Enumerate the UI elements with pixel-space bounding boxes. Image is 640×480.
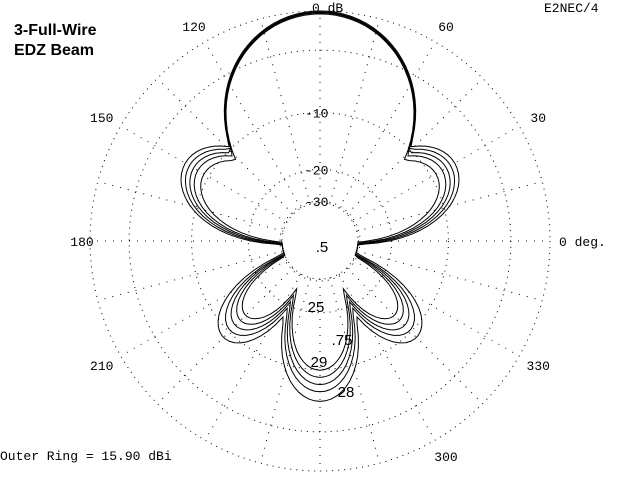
angle-label: 210 bbox=[90, 359, 113, 374]
db-ring-label: -30 bbox=[305, 195, 328, 210]
series-label: .5 bbox=[316, 239, 329, 256]
grid-spoke-120 bbox=[204, 41, 302, 209]
db-ring-labels: -10 -20 -30 bbox=[305, 107, 328, 210]
grid-spoke-345 bbox=[356, 250, 543, 302]
pattern-curves bbox=[180, 10, 460, 402]
outer-ring-label: Outer Ring = 15.90 dBi bbox=[0, 449, 172, 464]
grid-spoke-75 bbox=[329, 18, 381, 205]
angle-labels: 0 deg. 30 60 120 150 180 210 300 330 bbox=[70, 20, 606, 465]
grid-ring-4 bbox=[279, 200, 361, 282]
grid-ring-2 bbox=[191, 112, 449, 370]
software-label: E2NEC/4 bbox=[544, 1, 599, 16]
angle-label: 150 bbox=[90, 111, 113, 126]
chart-title-line-2: EDZ Beam bbox=[14, 42, 94, 59]
angle-label: 330 bbox=[527, 359, 550, 374]
grid-spoke-330 bbox=[352, 259, 520, 357]
grid-spoke-210 bbox=[120, 259, 288, 357]
series-label: 25 bbox=[308, 299, 325, 316]
angle-label: 60 bbox=[438, 20, 454, 35]
grid-spoke-240 bbox=[204, 273, 302, 441]
grid-spoke-225 bbox=[157, 267, 294, 404]
grid-spoke-105 bbox=[259, 18, 311, 205]
series-label: 28 bbox=[338, 384, 355, 401]
grid-spoke-195 bbox=[97, 250, 284, 302]
series-label: 29 bbox=[311, 354, 328, 371]
grid-spoke-300 bbox=[338, 273, 436, 441]
angle-label: 180 bbox=[70, 235, 93, 250]
series-label: .75 bbox=[332, 332, 353, 349]
chart-title-line-1: 3-Full-Wire bbox=[14, 22, 97, 39]
angle-label: 120 bbox=[182, 20, 205, 35]
grid-spoke-45 bbox=[346, 78, 483, 215]
grid-spoke-315 bbox=[346, 267, 483, 404]
pattern-curve-0 bbox=[180, 10, 460, 371]
angle-label: 30 bbox=[530, 111, 546, 126]
angle-label: 300 bbox=[434, 450, 457, 465]
db-ring-label: -10 bbox=[305, 107, 328, 122]
grid-ring-0 bbox=[89, 10, 551, 472]
unit-label: 0 dB bbox=[312, 1, 343, 16]
grid-spoke-60 bbox=[338, 41, 436, 209]
pattern-curve-4 bbox=[200, 13, 440, 402]
pattern-curve-3 bbox=[193, 12, 447, 393]
grid-ring-3 bbox=[247, 168, 393, 314]
db-ring-label: -20 bbox=[305, 163, 328, 178]
angle-label: 0 deg. bbox=[559, 235, 606, 250]
